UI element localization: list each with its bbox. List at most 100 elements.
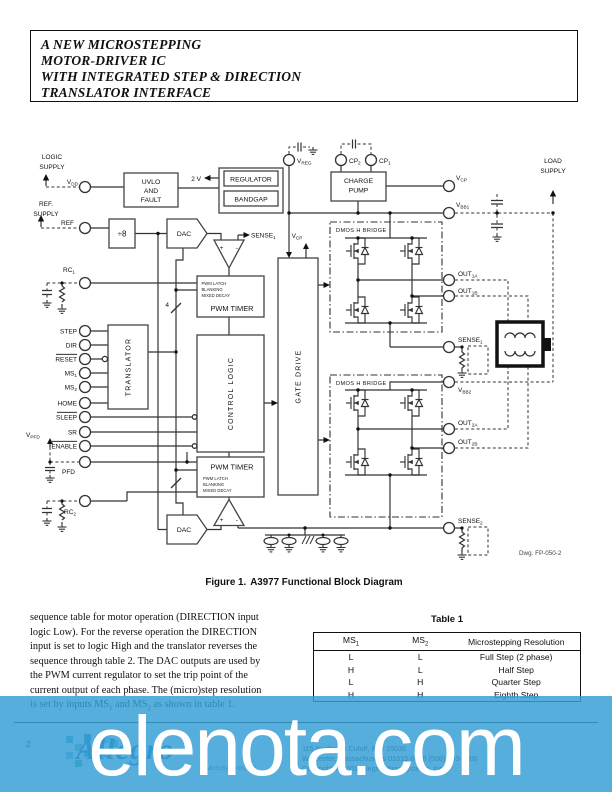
pin-label-sr: SR	[68, 429, 77, 436]
table-row: H H Eighth Step	[314, 689, 581, 702]
hbridge1-outline	[329, 221, 443, 333]
comparator1-plus: +	[220, 245, 224, 252]
table1-section: Table 1 MS1 MS2 Microstepping Resolution…	[313, 614, 581, 703]
hbridge2-label: DMOS H BRIDGE	[336, 381, 387, 387]
pin-label-sense1: SENSE1	[458, 337, 483, 345]
pwm-detail2: PWM LATCH	[203, 476, 228, 481]
pin-terminals	[78, 153, 456, 535]
pin-label-vreg: VREG	[297, 158, 312, 166]
pwm-detail2: BLANKING	[203, 482, 224, 487]
pin-label-pfd: PFD	[62, 469, 75, 476]
gate-drive-label: GATE DRIVE	[296, 350, 303, 404]
stepper-motor-symbol	[495, 320, 551, 368]
bus-width-label: 4	[165, 302, 169, 309]
ref-supply-label: REF.	[39, 201, 53, 208]
gate-drive-block	[277, 257, 319, 496]
title-line: TRANSLATOR INTERFACE	[41, 85, 212, 100]
pwm-detail1: MIXED DECAY	[202, 293, 231, 298]
table-cell: L	[417, 652, 423, 663]
body-line: sequence through table 2. The DAC output…	[30, 655, 261, 667]
pin-label-out2b: OUT2B	[458, 439, 477, 447]
pin-label-step: STEP	[60, 328, 77, 335]
pin-label-vbb1: VBB1	[456, 202, 470, 210]
vcp-gate-label: VCP	[292, 233, 303, 241]
bandgap-block	[223, 190, 279, 207]
two-volt-label: 2 V	[191, 176, 201, 183]
figure-caption: Figure 1.A3977 Functional Block Diagram	[0, 577, 612, 588]
table-cell: Full Step (2 phase)	[479, 652, 553, 663]
ground-pads	[263, 535, 349, 546]
pin-label-ms2: MS2	[65, 384, 78, 392]
pwm-detail2: MIXED DECAY	[203, 488, 232, 493]
table-header-ms1: MS1	[313, 632, 389, 651]
charge-pump-label: CHARGE	[344, 178, 374, 185]
table-cell: Half Step	[498, 664, 534, 675]
external-dashed-wiring	[41, 143, 554, 556]
table-cell: L	[348, 652, 354, 663]
microstepping-table: MS1 MS2 Microstepping Resolution L L Ful…	[313, 632, 581, 703]
sense1-feedback-label: SENSE1	[251, 233, 276, 241]
uvlo-label: FAULT	[141, 197, 162, 204]
uvlo-label: AND	[144, 188, 158, 195]
charge-pump-block	[330, 171, 387, 202]
figure-title: A3977 Functional Block Diagram	[250, 577, 403, 588]
load-supply-label: LOAD	[544, 158, 562, 165]
diagram-blocks	[107, 167, 551, 545]
pin-label-vdd: VDD	[67, 179, 79, 187]
charge-pump-label: PUMP	[349, 188, 369, 195]
table-cell: H	[388, 689, 452, 702]
table-cell: H	[314, 689, 389, 702]
comparator2-plus: +	[220, 517, 224, 524]
pin-label-dir: DIR	[66, 342, 78, 349]
diagram-wires	[40, 139, 554, 552]
pwm-timer2-label: PWM TIMER	[211, 463, 254, 472]
comparator2-minus: -	[236, 517, 238, 524]
body-line: the PWM current regulator to set the tri…	[30, 670, 248, 682]
control-logic-label: CONTROL LOGIC	[228, 357, 235, 430]
uvlo-label: UVLO	[142, 179, 161, 186]
junction-dots	[48, 211, 555, 537]
logic-supply-label: SUPPLY	[39, 164, 65, 171]
pwm-timer1-block	[196, 275, 265, 318]
control-logic-block	[196, 334, 265, 453]
table-row: L H Quarter Step	[314, 676, 581, 689]
pin-label-ms1: MS1	[65, 370, 78, 378]
load-supply-label: SUPPLY	[540, 168, 566, 175]
comparator1-minus: -	[236, 245, 238, 252]
hbridge2-outline	[329, 374, 443, 518]
watermark-text: elenota.com	[88, 699, 526, 792]
pin-label-cp1: CP1	[379, 158, 391, 166]
pin-label-cp2: CP2	[349, 158, 361, 166]
table-cell: H	[347, 664, 355, 675]
drawing-number: Dwg. FP-050-2	[519, 550, 562, 557]
pin-label-vbb2: VBB2	[458, 387, 472, 395]
pin-label-enable: ENABLE	[51, 443, 77, 450]
functional-block-diagram: LOGIC SUPPLY VDD REF. SUPPLY REF RC1 STE…	[26, 139, 566, 560]
div8-block	[108, 218, 136, 249]
pin-label-out1b: OUT1B	[458, 288, 477, 296]
table-cell: Quarter Step	[491, 677, 541, 688]
div8-label: ÷8	[118, 230, 127, 239]
pwm-detail1: BLANKING	[202, 287, 223, 292]
translator-label: TRANSLATOR	[126, 338, 133, 396]
comparator1	[212, 239, 246, 270]
comparator2	[212, 498, 246, 527]
ref-supply-label: SUPPLY	[33, 211, 59, 218]
body-line: logic Low). For the reverse operation th…	[30, 626, 258, 638]
pwm-timer2-block	[196, 456, 265, 498]
table-row: L L Full Step (2 phase)	[314, 651, 581, 664]
watermark-banner: elenota.com	[0, 696, 612, 792]
inverting-input-bubbles	[101, 355, 198, 449]
pwm-timer1-label: PWM TIMER	[211, 304, 254, 313]
table-cell: H	[417, 677, 424, 688]
table-cell: L	[348, 677, 354, 688]
pwm-detail1: PWM LATCH	[202, 281, 227, 286]
pin-label-out2a: OUT2A	[458, 420, 478, 428]
title-line: WITH INTEGRATED STEP & DIRECTION	[41, 69, 302, 84]
bandgap-label: BANDGAP	[234, 197, 268, 204]
table-header-ms2: MS2	[388, 632, 453, 651]
hbridge1-label: DMOS H BRIDGE	[336, 228, 387, 234]
table-header-row: MS1 MS2 Microstepping Resolution	[313, 632, 581, 651]
table-header-resolution: Microstepping Resolution	[452, 632, 581, 651]
